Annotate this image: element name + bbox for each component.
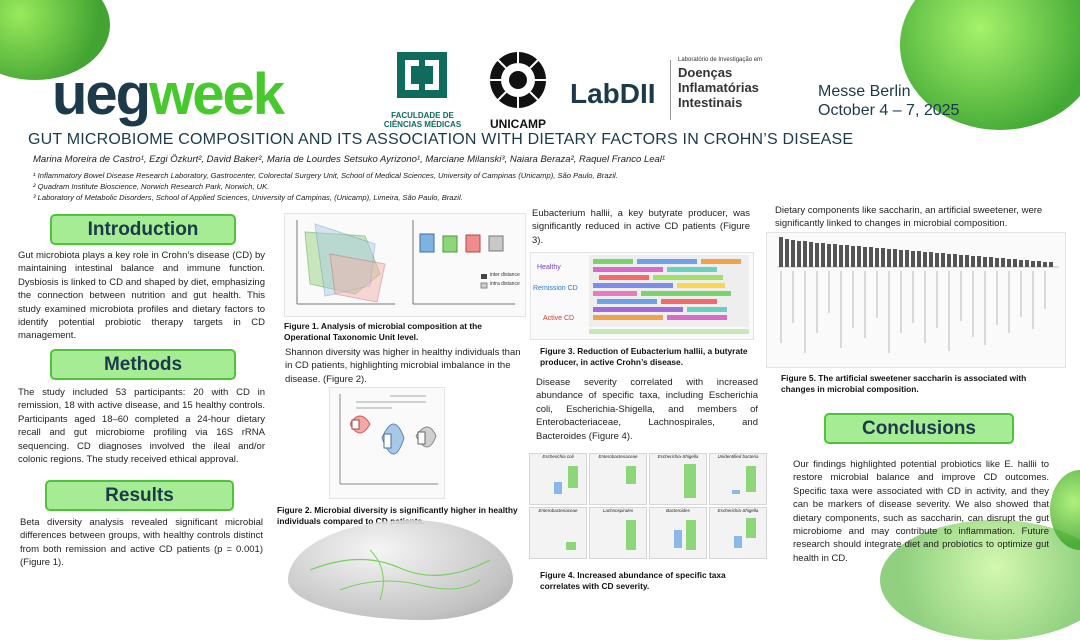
labdii-sub3: Inflamatórias (678, 80, 759, 95)
fig4-panel: Enterobacteriaceae (529, 507, 587, 559)
results-text: Beta diversity analysis revealed signifi… (20, 517, 263, 569)
uegweek-logo: uegweek (52, 66, 285, 124)
methods-heading: Methods (50, 349, 236, 380)
labdii-logo: LabDII Laboratório de Investigação em Do… (570, 56, 790, 122)
labdii-sub4: Intestinais (678, 95, 743, 110)
brand-part1: ueg (52, 62, 151, 127)
unicamp-emblem-icon (490, 52, 546, 108)
liver-illustration (288, 520, 513, 620)
venue-line2: October 4 – 7, 2025 (818, 102, 960, 119)
fig4-panel: Escherichia coli (529, 453, 587, 505)
fig3-label-active: Active CD (543, 315, 575, 322)
fig4-panel: Unidentified bacteria (709, 453, 767, 505)
figure-1-chart: inter distance intra distance (284, 213, 526, 317)
labdii-sub2: Doenças (678, 65, 733, 80)
fig3-label-remission: Remission CD (533, 285, 578, 292)
fcm-logo-text: FACULDADE DE CIÊNCIAS MÉDICAS (383, 111, 462, 129)
fig4-panel-title: Unidentified bacteria (717, 454, 759, 459)
fig4-panel-title: Lachnospirales (602, 508, 634, 513)
introduction-text: Gut microbiota plays a key role in Crohn… (18, 250, 265, 342)
fig4-panel-title: Escherichia-Shigella (657, 454, 699, 459)
affiliation-1: ¹ Inflammatory Bowel Disease Research La… (33, 171, 618, 180)
labdii-name: LabDII (570, 78, 656, 109)
poster-title: GUT MICROBIOME COMPOSITION AND ITS ASSOC… (28, 131, 854, 148)
methods-text: The study included 53 participants: 20 w… (18, 387, 265, 466)
fig4-panel: Lachnospirales (589, 507, 647, 559)
fig4-panel-title: Escherichia-Shigella (717, 508, 759, 513)
brand-part2: week (149, 62, 285, 127)
eubacterium-text: Eubacterium hallii, a key butyrate produ… (532, 208, 750, 246)
fig1-legend-intra: intra distance (490, 281, 520, 287)
figure-5-caption: Figure 5. The artificial sweetener sacch… (781, 373, 1027, 394)
fcm-logo: FACULDADE DE CIÊNCIAS MÉDICAS (375, 52, 470, 129)
venue-info: Messe Berlin October 4 – 7, 2025 (818, 82, 959, 120)
unicamp-logo-text: UNICAMP (490, 117, 546, 131)
severity-text: Disease severity correlated with increas… (536, 377, 758, 442)
affiliation-2: ² Quadram Institute Bioscience, Norwich … (33, 182, 270, 191)
figure-3-heatmap (589, 255, 749, 334)
liver-vessels-icon (309, 549, 491, 601)
fcm-emblem-icon (397, 52, 447, 98)
fig1-legend-inter: inter distance (490, 272, 520, 278)
conclusions-text: Our findings highlighted potential probi… (793, 459, 1049, 564)
results-heading: Results (45, 480, 234, 511)
figure-2-graphic (339, 394, 438, 485)
figure-2-chart (329, 387, 445, 499)
unicamp-logo: UNICAMP (482, 50, 554, 131)
fig4-panel: Escherichia-Shigella (709, 507, 767, 559)
figure-2-caption: Figure 2. Microbial diversity is signifi… (277, 505, 518, 526)
labdii-divider (670, 60, 671, 120)
figure-3-caption: Figure 3. Reduction of Eubacterium halli… (540, 346, 748, 367)
fig4-panel: Escherichia-Shigella (649, 453, 707, 505)
figure-5-bar-graphic (777, 237, 1059, 353)
fig4-panel-title: Enterobacteriaceae (538, 508, 578, 513)
shannon-text: Shannon diversity was higher in healthy … (285, 347, 521, 385)
introduction-heading: Introduction (50, 214, 236, 245)
conclusions-heading: Conclusions (824, 413, 1014, 444)
author-list: Marina Moreira de Castro¹, Ezgi Özkurt²,… (33, 154, 666, 165)
fig3-label-healthy: Healthy (537, 264, 561, 271)
figure-1-graphic (296, 220, 515, 305)
figure-1-caption: Figure 1. Analysis of microbial composit… (284, 321, 482, 342)
fig4-panel-title: Enterobacteriaceae (598, 454, 638, 459)
fig4-panel-title: Escherichia coli (542, 454, 574, 459)
fig4-panel: Enterobacteriaceae (589, 453, 647, 505)
figure-4-caption: Figure 4. Increased abundance of specifi… (540, 570, 726, 591)
labdii-sub1: Laboratório de Investigação em (678, 57, 763, 63)
figure-5-chart (766, 232, 1066, 368)
venue-line1: Messe Berlin (818, 83, 911, 100)
fig4-panel-title: Bacteroides (666, 508, 690, 513)
figure-3-chart: Healthy Remission CD Active CD (530, 252, 754, 340)
dietary-text: Dietary components like saccharin, an ar… (775, 205, 1043, 230)
fig4-panel: Bacteroides (649, 507, 707, 559)
affiliation-3: ³ Laboratory of Metabolic Disorders, Sch… (33, 193, 463, 202)
